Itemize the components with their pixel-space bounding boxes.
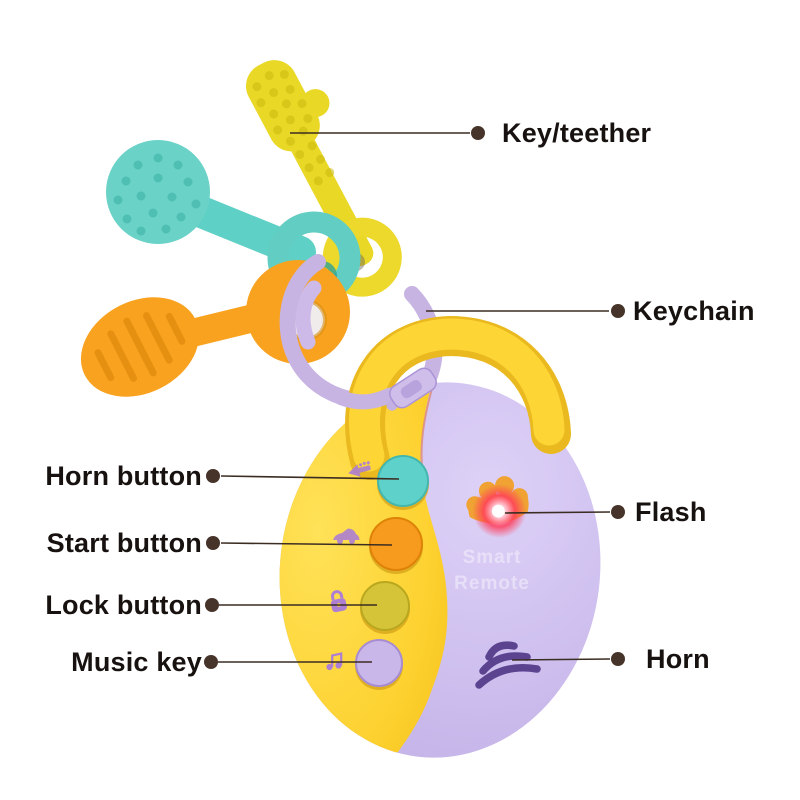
device-brand-line1: Smart — [463, 547, 522, 568]
callout-dots — [204, 126, 625, 669]
crown-flash-icon — [466, 476, 529, 539]
start-button — [369, 517, 423, 571]
device-buttons — [355, 455, 429, 690]
keychain-through-segment — [295, 280, 322, 350]
callout-dot — [204, 655, 218, 669]
teal-key-teether — [106, 140, 316, 268]
callout-line-flash — [504, 511, 611, 514]
callout-dot — [471, 126, 485, 140]
label-horn: Horn — [646, 644, 710, 674]
callout-dot — [205, 598, 219, 612]
horn-button — [377, 455, 429, 507]
callout-dot — [206, 536, 220, 550]
label-keychain: Keychain — [633, 296, 755, 326]
callout-dot — [611, 304, 625, 318]
callout-lines — [218, 132, 611, 663]
label-lock-button: Lock button — [45, 590, 202, 620]
carabiner-gate — [386, 367, 437, 411]
label-start-button: Start button — [46, 528, 202, 558]
sound-waves-icon — [475, 641, 541, 689]
callout-dot — [611, 505, 625, 519]
orange-key-head — [80, 297, 200, 397]
texture-bumps — [113, 153, 201, 236]
callout-dot — [611, 652, 625, 666]
callout-line-start-button — [220, 542, 393, 546]
callout-line-horn — [511, 658, 611, 661]
trumpet-icon — [348, 461, 371, 477]
label-key-teether: Key/teether — [502, 118, 652, 148]
remote-yellow-half — [258, 363, 448, 777]
label-flash: Flash — [635, 497, 707, 527]
yellow-key-notch — [301, 89, 330, 118]
label-music-key: Music key — [71, 647, 202, 677]
texture-ridges — [94, 312, 186, 382]
callout-line-horn-button — [220, 475, 400, 480]
music-key-button — [355, 639, 403, 687]
device-brand-line2: Remote — [454, 573, 530, 594]
lock-button — [360, 581, 410, 631]
keychain-over-handle — [334, 387, 398, 410]
label-horn-button: Horn button — [45, 461, 202, 491]
callout-dot — [206, 469, 220, 483]
car-icon — [333, 528, 360, 544]
flash-core — [491, 504, 505, 518]
texture-bumps — [252, 69, 335, 186]
